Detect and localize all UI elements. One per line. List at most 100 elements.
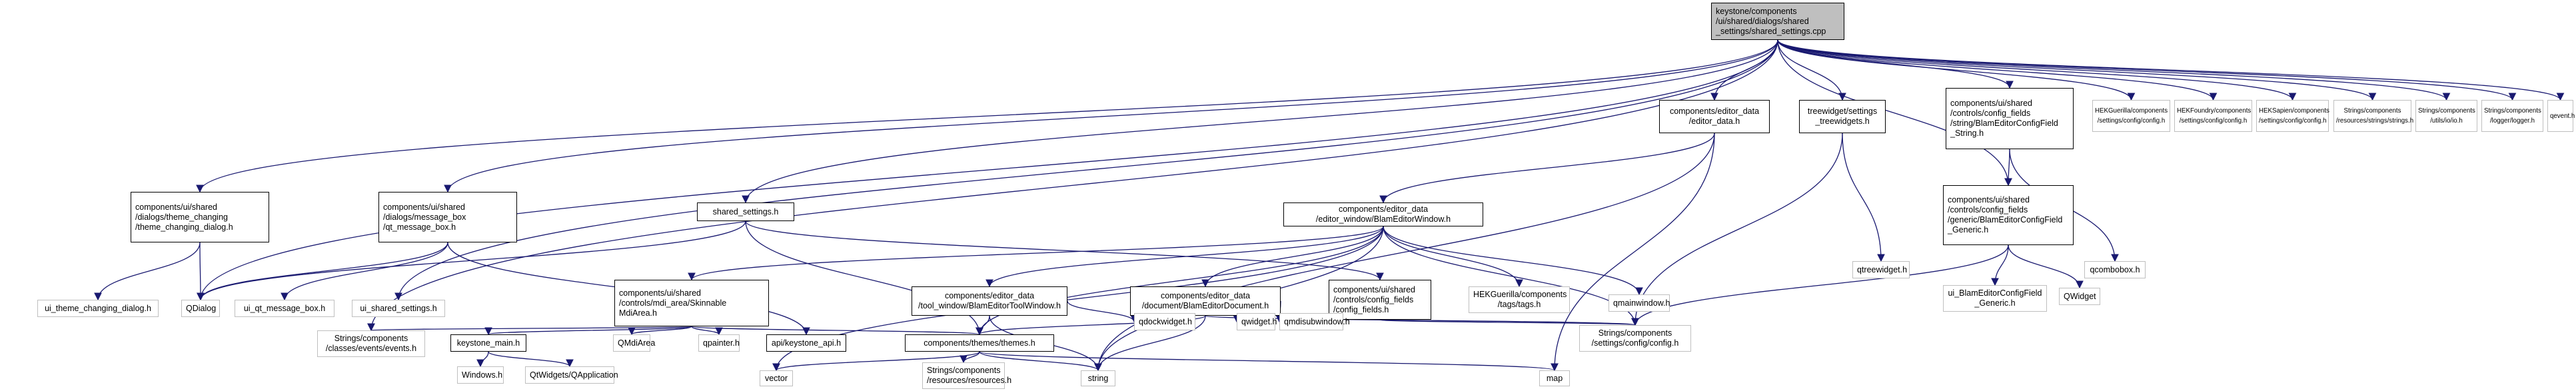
- node-themes[interactable]: components/themes/themes.h: [905, 334, 1054, 352]
- node-label-line: Strings/components: [1598, 328, 1672, 338]
- edge-config_fields-to-str_config: [1379, 317, 1638, 326]
- edge-themes-to-str_resources: [960, 351, 980, 364]
- node-label-line: Strings/components: [2418, 107, 2475, 115]
- node-label-line: treewidget/settings: [1807, 107, 1878, 116]
- node-label-line: QWidget: [2064, 291, 2096, 301]
- node-label-line: /resources/resources.h: [927, 376, 1012, 385]
- node-keystone-api[interactable]: api/keystone_api.h: [766, 334, 846, 352]
- edge-shared_settings_h-to-qdialog: [197, 220, 746, 301]
- node-treewidgets[interactable]: treewidget/settings_treewidgets.h: [1799, 100, 1886, 133]
- node-label-line: QtWidgets/QApplication: [530, 370, 618, 380]
- node-label-line: components/editor_data: [944, 291, 1035, 300]
- node-ui-theme: ui_theme_changing_dialog.h: [37, 300, 159, 317]
- node-ui-cf-generic: ui_BlamEditorConfigField_Generic.h: [1943, 285, 2047, 312]
- node-label-line: components/ui/shared: [1948, 195, 2030, 204]
- edge-keystone_main-to-qapplication: [488, 351, 574, 368]
- edge-cf_generic-to-qwidget_cap: [2008, 244, 2084, 289]
- node-label-line: components/editor_data: [1669, 107, 1760, 116]
- node-cf-string[interactable]: components/ui/shared/controls/config_fie…: [1946, 88, 2074, 149]
- edge-root-to-cf_string: [1777, 39, 2014, 89]
- node-label-line: HEKGuerilla/components: [2095, 107, 2168, 115]
- edge-editor_window-to-qmainwindow: [1383, 226, 1643, 296]
- node-label-line: keystone/components: [1716, 6, 1797, 16]
- node-label-line: qmainwindow.h: [1613, 298, 1670, 308]
- node-label-line: _Generic.h: [1948, 225, 1989, 234]
- node-label-line: /utils/io/io.h: [2430, 117, 2463, 125]
- node-label-line: /dialogs/message_box: [383, 212, 466, 222]
- node-config-fields[interactable]: components/ui/shared/controls/config_fie…: [1329, 280, 1431, 320]
- edge-mdi_area-to-keystone_main: [484, 326, 692, 336]
- node-label-line: /config_fields.h: [1333, 304, 1389, 314]
- node-hekf-config: HEKFoundry/components/settings/config/co…: [2174, 100, 2252, 132]
- node-qmdisubwindow: qmdisubwindow.h: [1279, 313, 1350, 330]
- node-label-line: shared_settings.h: [712, 206, 779, 216]
- node-label-line: qwidget.h: [1241, 316, 1277, 326]
- node-qwidget-cap: QWidget: [2059, 288, 2100, 305]
- node-label-line: HEKFoundry/components: [2177, 107, 2252, 115]
- edge-root-to-str_events: [367, 39, 1778, 332]
- node-label-line: /classes/events/events.h: [325, 344, 417, 353]
- edge-editor_window-to-hekg_tags: [1383, 226, 1523, 288]
- node-label-line: /tags/tags.h: [1497, 300, 1541, 309]
- node-shared-settings-h[interactable]: shared_settings.h: [697, 202, 794, 221]
- node-theme-dlg[interactable]: components/ui/shared/dialogs/theme_chang…: [131, 192, 269, 242]
- node-tool-window[interactable]: components/editor_data/tool_window/BlamE…: [912, 286, 1067, 316]
- edge-root-to-treewidgets: [1777, 39, 1846, 101]
- node-cf-generic[interactable]: components/ui/shared/controls/config_fie…: [1943, 185, 2074, 245]
- node-str-io: Strings/components/utils/io/io.h: [2415, 100, 2477, 132]
- node-blam-doc[interactable]: components/editor_data/document/BlamEdit…: [1130, 286, 1281, 316]
- edge-themes-to-map: [979, 351, 1559, 372]
- node-editor-window[interactable]: components/editor_data/editor_window/Bla…: [1283, 202, 1483, 226]
- node-label-line: MdiArea.h: [619, 308, 657, 318]
- node-label-line: /dialogs/theme_changing: [135, 212, 228, 222]
- node-label-line: /generic/BlamEditorConfigField: [1948, 215, 2063, 224]
- edge-msgbox-to-ui_msgbox: [281, 242, 448, 301]
- node-label-line: /controls/config_fields: [1950, 109, 2031, 118]
- node-label-line: /controls/mdi_area/Skinnable: [619, 298, 727, 308]
- node-label-line: map: [1546, 373, 1563, 383]
- edge-root-to-theme_dlg: [196, 39, 1778, 193]
- node-label-line: /tool_window/BlamEditorToolWindow.h: [918, 301, 1061, 310]
- node-editor-data[interactable]: components/editor_data/editor_data.h: [1659, 100, 1770, 133]
- node-label-line: HEKGuerilla/components: [1473, 290, 1567, 299]
- node-mdi-area[interactable]: components/ui/shared/controls/mdi_area/S…: [614, 280, 769, 326]
- node-label-line: _Generic.h: [1974, 298, 2016, 308]
- node-str-strings: Strings/components/resources/strings/str…: [2333, 100, 2413, 132]
- node-qevent: qevent.h: [2547, 100, 2575, 132]
- node-label-line: qevent.h: [2550, 112, 2575, 120]
- node-msgbox[interactable]: components/ui/shared/dialogs/message_box…: [378, 192, 517, 242]
- node-label-line: /logger/logger.h: [2489, 117, 2535, 125]
- edge-blam_doc-to-string: [1094, 315, 1206, 372]
- node-string: string: [1081, 370, 1115, 386]
- node-label-line: keystone_main.h: [456, 338, 520, 348]
- node-vector: vector: [760, 370, 793, 386]
- node-keystone-main[interactable]: keystone_main.h: [450, 334, 526, 352]
- edge-cf_generic-to-ui_cf_generic: [1991, 244, 2009, 286]
- edge-editor_window-to-blam_doc: [1201, 226, 1384, 288]
- node-root[interactable]: keystone/components/ui/shared/dialogs/sh…: [1711, 3, 1844, 40]
- edge-msgbox-to-qdialog: [197, 242, 448, 301]
- edge-mdi_area-to-qpainter: [691, 326, 723, 336]
- node-label-line: qdockwidget.h: [1139, 316, 1192, 326]
- node-label-line: /settings/config/config.h: [2259, 117, 2327, 125]
- edge-editor_window-to-vector: [772, 226, 1384, 372]
- node-str-config: Strings/components/settings/config/confi…: [1579, 325, 1691, 352]
- edge-shared_settings_h-to-config_fields: [745, 220, 1384, 281]
- node-str-logger: Strings/components/logger/logger.h: [2481, 100, 2543, 132]
- edge-root-to-str_io: [1777, 39, 2451, 101]
- node-hekg-config: HEKGuerilla/components/settings/config/c…: [2092, 100, 2170, 132]
- node-label-line: components/ui/shared: [1950, 99, 2032, 108]
- node-label-line: vector: [764, 373, 788, 383]
- edge-root-to-qevent: [1777, 39, 2565, 101]
- node-label-line: /editor_data.h: [1688, 117, 1740, 126]
- edge-root-to-qdialog: [197, 39, 1778, 301]
- node-label-line: _String.h: [1950, 129, 1984, 138]
- edge-themes-to-vector: [772, 351, 980, 372]
- node-label-line: Strings/components: [2343, 107, 2401, 115]
- edge-keystone_main-to-windows_h: [476, 351, 489, 368]
- node-label-line: Strings/components: [927, 366, 1001, 375]
- node-qwidget-h: qwidget.h: [1237, 313, 1277, 330]
- edge-editor_data-to-map: [1551, 133, 1715, 372]
- node-ui-msgbox: ui_qt_message_box.h: [235, 300, 334, 317]
